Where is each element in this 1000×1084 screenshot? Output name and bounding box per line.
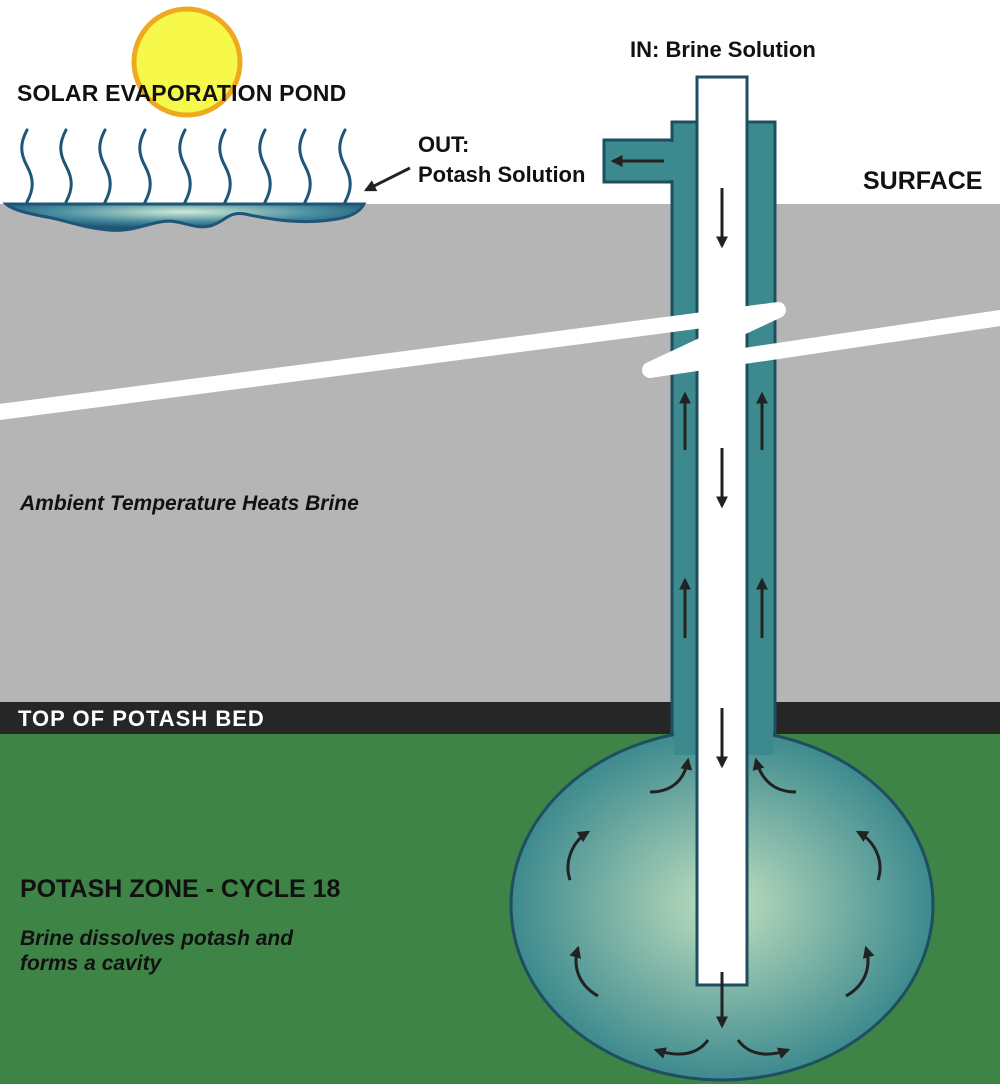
dissolves-line2: forms a cavity <box>20 952 162 975</box>
sun-icon <box>131 6 243 118</box>
pointer-arrow-icon <box>363 166 411 192</box>
surface-label: SURFACE <box>863 167 983 195</box>
depth-break-line <box>0 302 1000 420</box>
flow-arrow-icon <box>653 1039 710 1059</box>
upflow-arrows <box>679 391 768 638</box>
potash-zone-label: POTASH ZONE - CYCLE 18 <box>20 875 341 903</box>
brine-in-label: IN: Brine Solution <box>630 37 816 62</box>
heat-wave-icon <box>20 128 352 204</box>
potash-bed-band <box>0 702 1000 734</box>
evaporation-pond <box>2 202 367 232</box>
top-of-potash-bed-label: TOP OF POTASH BED <box>18 706 265 731</box>
potash-out-label: OUT: Potash Solution <box>418 130 585 190</box>
flow-arrow-icon <box>569 945 599 998</box>
solar-pond-label: SOLAR EVAPORATION POND <box>17 80 347 106</box>
ambient-temperature-label: Ambient Temperature Heats Brine <box>20 492 359 515</box>
ground-layer <box>0 204 1000 704</box>
flow-arrow-icon <box>649 757 693 794</box>
out-label-line1: OUT: <box>418 132 470 157</box>
flow-arrow-icon <box>566 830 591 881</box>
flow-arrow-icon <box>752 757 797 794</box>
out-label-line2: Potash Solution <box>418 162 586 187</box>
flow-arrow-icon <box>855 830 882 881</box>
cavity-circulation-arrows <box>566 757 882 1059</box>
flow-arrow-icon <box>845 945 875 998</box>
flow-arrow-icon <box>736 1039 791 1059</box>
dissolves-line1: Brine dissolves potash and <box>20 927 294 950</box>
dissolves-description: Brine dissolves potash and forms a cavit… <box>20 926 293 976</box>
